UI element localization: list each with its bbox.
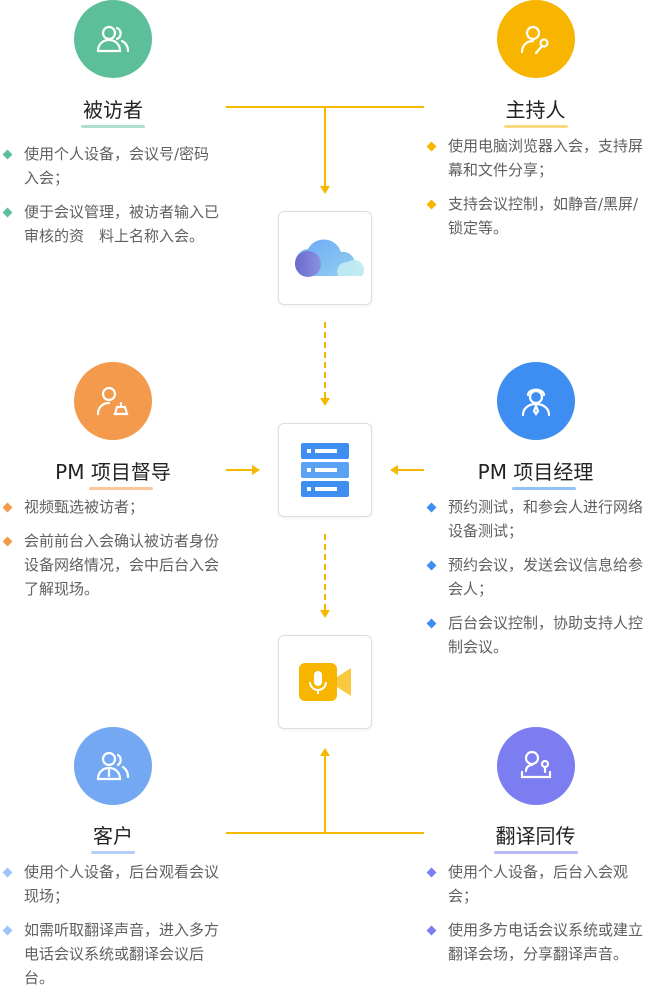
server-node [278, 423, 372, 517]
pm-supervisor-title-underline [89, 487, 153, 490]
video-mic-icon [299, 663, 351, 701]
list-item: 便于会议管理，被访者输入已审核的资 料上名称入会。 [0, 200, 222, 248]
pm-supervisor-title: PM 项目督导 [0, 456, 226, 490]
pm-supervisor-avatar [74, 362, 152, 440]
arrow-to-cloud [320, 186, 330, 194]
connector-top-down [324, 106, 326, 186]
interpreter-list: 使用个人设备，后台入会观会； 使用多方电话会议系统或建立翻译会场，分享翻译声音。 [424, 860, 647, 976]
pm-manager-list: 预约测试，和参会人进行网络设备测试； 预约会议，发送会议信息给参会人； 后台会议… [424, 495, 647, 669]
interviewee-title: 被访者 [0, 94, 226, 128]
list-item: 使用个人设备，后台观看会议现场； [0, 860, 226, 908]
connector-bottom-up [324, 756, 326, 834]
arrow-right-to-server [390, 465, 398, 475]
list-item: 使用个人设备，会议号/密码入会； [0, 142, 222, 190]
interpreter-avatar [497, 727, 575, 805]
arrow-to-video [320, 610, 330, 618]
interpreter-icon [520, 750, 552, 779]
client-icon [96, 751, 130, 781]
interviewee-title-underline [81, 125, 145, 128]
host-title-underline [503, 125, 568, 128]
pm-manager-avatar [497, 362, 575, 440]
pm-manager-title: PM 项目经理 [424, 456, 647, 490]
server-icon [301, 443, 349, 497]
list-item: 视频甄选被访者； [0, 495, 226, 519]
client-list: 使用个人设备，后台观看会议现场； 如需听取翻译声音，进入多方电话会议系统或翻译会… [0, 860, 226, 1000]
connector-cloud-server [324, 322, 326, 398]
list-item: 支持会议控制，如静音/黑屏/锁定等。 [424, 192, 647, 240]
interviewee-avatar [74, 0, 152, 78]
list-item: 使用电脑浏览器入会，支持屏幕和文件分享； [424, 134, 647, 182]
list-item: 使用个人设备，后台入会观会； [424, 860, 647, 908]
pm-supervisor-list: 视频甄选被访者； 会前前台入会确认被访者身份设备网络情况，会中后台入会了解现场。 [0, 495, 226, 611]
connector-server-video [324, 534, 326, 610]
interviewee-list: 使用个人设备，会议号/密码入会； 便于会议管理，被访者输入已审核的资 料上名称入… [0, 142, 222, 258]
user-mic-icon [520, 25, 549, 55]
list-item: 使用多方电话会议系统或建立翻译会场，分享翻译声音。 [424, 918, 647, 966]
cloud-node [278, 211, 372, 305]
host-list: 使用电脑浏览器入会，支持屏幕和文件分享； 支持会议控制，如静音/黑屏/锁定等。 [424, 134, 647, 250]
host-avatar [497, 0, 575, 78]
arrow-to-server [320, 398, 330, 406]
video-node [278, 635, 372, 729]
manager-icon [521, 388, 551, 417]
list-item: 预约会议，发送会议信息给参会人； [424, 553, 647, 601]
host-title: 主持人 [424, 94, 647, 128]
list-item: 会前前台入会确认被访者身份设备网络情况，会中后台入会了解现场。 [0, 529, 226, 601]
interpreter-title-underline [493, 851, 578, 854]
arrow-left-to-server [252, 465, 260, 475]
cloud-icon [295, 239, 364, 277]
interpreter-title: 翻译同传 [424, 820, 647, 854]
client-title: 客户 [0, 820, 226, 854]
arrow-to-video-up [320, 748, 330, 756]
user-badge-icon [96, 386, 129, 416]
client-title-underline [91, 851, 135, 854]
connector-left-mid [226, 469, 252, 471]
list-item: 后台会议控制，协助支持人控制会议。 [424, 611, 647, 659]
client-avatar [74, 727, 152, 805]
pm-manager-title-underline [511, 487, 576, 490]
connector-right-mid [398, 469, 424, 471]
list-item: 如需听取翻译声音，进入多方电话会议系统或翻译会议后台。 [0, 918, 226, 990]
users-icon [96, 25, 130, 53]
list-item: 预约测试，和参会人进行网络设备测试； [424, 495, 647, 543]
